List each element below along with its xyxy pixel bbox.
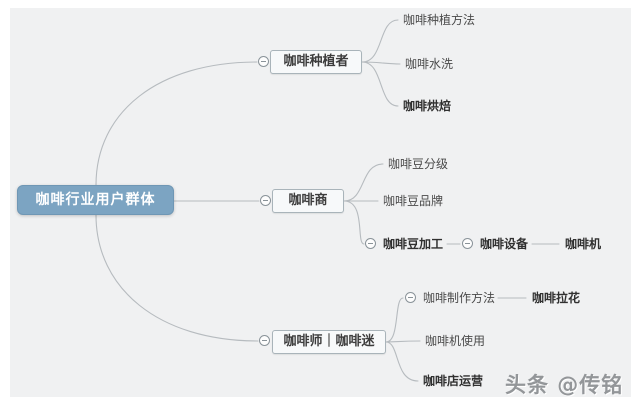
connector-line <box>95 214 259 342</box>
leaf-shop-operation[interactable]: 咖啡店运营 <box>423 374 484 388</box>
leaf-machine-usage[interactable]: 咖啡机使用 <box>425 334 486 348</box>
connector-line <box>361 19 399 63</box>
leaf-coffee-machine[interactable]: 咖啡机 <box>565 237 602 251</box>
minus-icon <box>263 200 268 201</box>
minus-icon <box>465 243 470 244</box>
toutiao-watermark: 头条 @传铭君 <box>505 373 624 397</box>
branch-coffee-grower[interactable]: 咖啡种植者 <box>270 50 362 74</box>
connector-line <box>95 61 258 186</box>
root-node[interactable]: 咖啡行业用户群体 <box>17 185 174 215</box>
connector-line <box>385 297 404 343</box>
branch-coffee-merchant[interactable]: 咖啡商 <box>272 189 344 213</box>
leaf-latte-art[interactable]: 咖啡拉花 <box>532 291 581 305</box>
collapse-icon[interactable] <box>405 292 416 303</box>
collapse-icon[interactable] <box>260 195 271 206</box>
collapse-icon[interactable] <box>462 238 473 249</box>
connector-line <box>343 200 365 245</box>
leaf-planting-method[interactable]: 咖啡种植方法 <box>403 13 476 27</box>
leaf-bean-brand[interactable]: 咖啡豆品牌 <box>383 194 444 208</box>
minus-icon <box>368 243 373 244</box>
branch-barista-fan[interactable]: 咖啡师｜咖啡迷 <box>272 330 386 354</box>
connector-line <box>385 340 421 343</box>
leaf-coffee-roasting[interactable]: 咖啡烘焙 <box>403 99 452 113</box>
leaf-coffee-equipment[interactable]: 咖啡设备 <box>480 237 529 251</box>
connector-line <box>385 341 419 382</box>
collapse-icon[interactable] <box>258 56 269 67</box>
minus-icon <box>261 61 266 62</box>
leaf-bean-processing[interactable]: 咖啡豆加工 <box>383 237 444 251</box>
minus-icon <box>408 297 413 298</box>
leaf-bean-grading[interactable]: 咖啡豆分级 <box>388 157 449 171</box>
leaf-coffee-washing[interactable]: 咖啡水洗 <box>405 57 454 71</box>
leaf-brewing-method[interactable]: 咖啡制作方法 <box>423 291 496 305</box>
connector-line <box>361 61 399 107</box>
collapse-icon[interactable] <box>259 335 270 346</box>
connector-line <box>343 163 384 202</box>
minus-icon <box>262 340 267 341</box>
collapse-icon[interactable] <box>365 238 376 249</box>
